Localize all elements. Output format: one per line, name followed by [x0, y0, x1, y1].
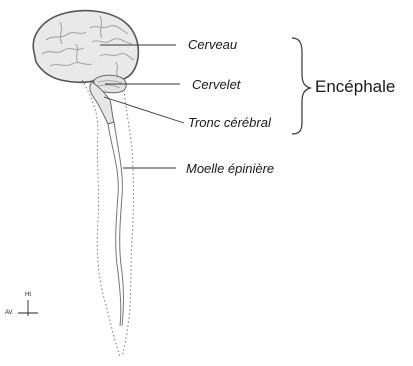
label-cervelet: Cervelet: [192, 78, 240, 91]
orientation-cross: [18, 300, 38, 316]
label-tronc-cerebral: Tronc cérébral: [188, 116, 271, 129]
spinal-cord: [108, 122, 124, 326]
label-encephale: Encéphale: [315, 78, 395, 95]
encephale-brace: [292, 38, 310, 134]
label-moelle-epiniere: Moelle épinière: [186, 162, 274, 175]
brain-shape: [33, 11, 138, 83]
label-cerveau: Cerveau: [188, 38, 237, 51]
orientation-left-label: AV: [5, 310, 13, 316]
orientation-up-label: Ht: [25, 292, 31, 298]
